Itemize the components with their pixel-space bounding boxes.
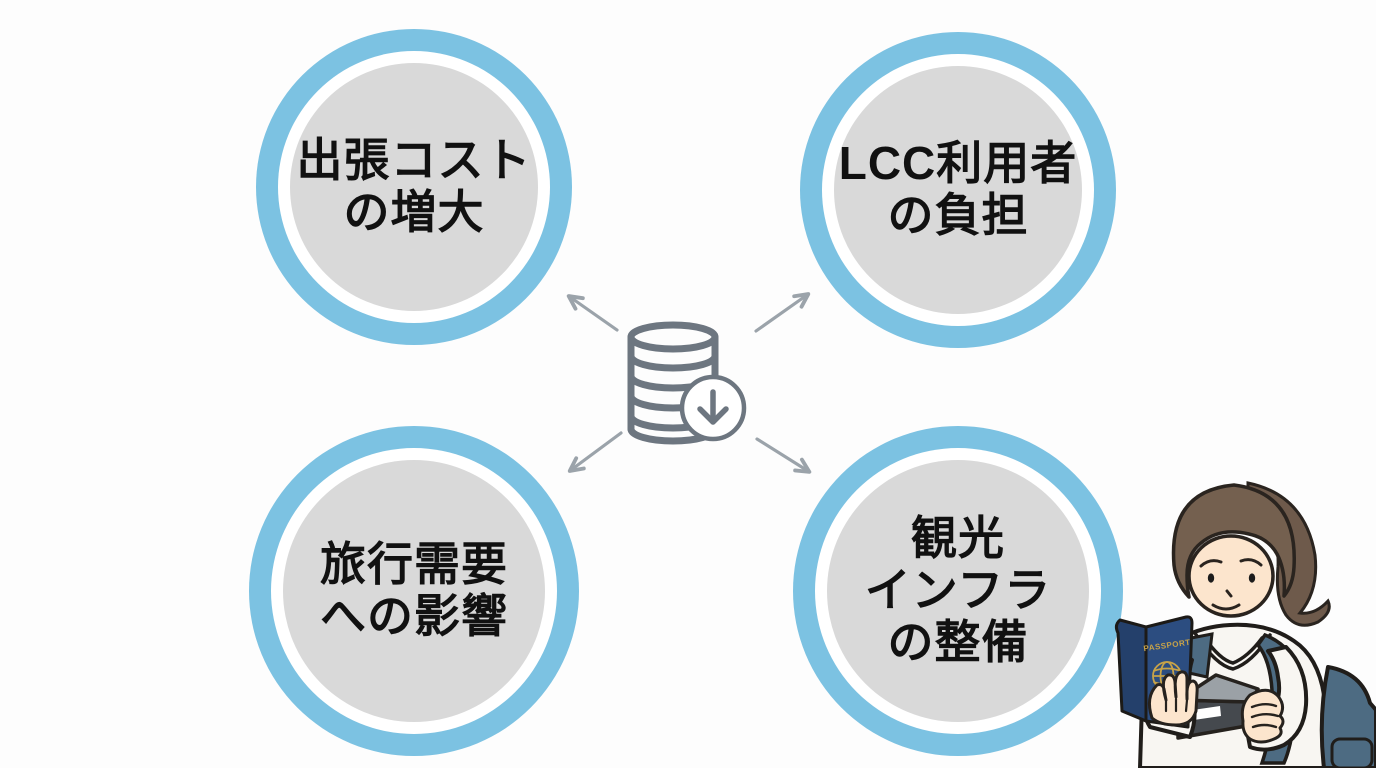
right-hand — [1240, 688, 1285, 744]
node-ring-gap: 観光 インフラ の整備 — [815, 448, 1101, 734]
worried-face-features — [1199, 558, 1263, 611]
arrow-to-top-right — [754, 292, 811, 333]
worried-traveler-illustration: PASSPORT — [1114, 481, 1376, 768]
node-lcc-user-burden: LCC利用者 の負担 — [800, 32, 1116, 348]
node-label-line: 旅行需要 — [320, 538, 508, 591]
node-ring-gap: LCC利用者 の負担 — [822, 54, 1094, 326]
coin-stack-icon — [627, 321, 719, 445]
node-tourism-infrastructure: 観光 インフラ の整備 — [793, 426, 1123, 756]
left-eye — [1207, 573, 1215, 583]
arrow-down-circle-icon — [679, 374, 747, 442]
face — [1187, 534, 1275, 618]
left-hand — [1147, 670, 1199, 727]
right-eye — [1248, 573, 1256, 583]
money-stack-decrease-icon — [566, 292, 812, 474]
node-core: 観光 インフラ の整備 — [827, 460, 1089, 722]
node-label-line: インフラ — [864, 564, 1052, 617]
node-business-trip-cost: 出張コスト の増大 — [256, 29, 572, 345]
arrow-to-top-left — [566, 294, 619, 332]
hair — [1171, 483, 1296, 599]
node-label-line: 観光 — [911, 512, 1005, 565]
node-label-line: LCC利用者 — [838, 137, 1078, 190]
node-label-line: の負担 — [887, 189, 1029, 241]
node-travel-demand-impact: 旅行需要 への影響 — [249, 426, 579, 756]
node-core: LCC利用者 の負担 — [834, 66, 1082, 314]
node-ring-gap: 出張コスト の増大 — [278, 51, 550, 323]
node-core: 出張コスト の増大 — [290, 63, 538, 311]
backpack-pocket — [1330, 737, 1374, 768]
node-label-line: の整備 — [887, 615, 1029, 668]
node-label-line: の増大 — [343, 186, 485, 238]
arrow-to-bottom-right — [755, 437, 812, 474]
arrow-to-bottom-left — [567, 431, 623, 473]
node-core: 旅行需要 への影響 — [283, 460, 545, 722]
node-label-line: への影響 — [320, 590, 508, 642]
node-ring-gap: 旅行需要 への影響 — [271, 448, 557, 734]
node-label-line: 出張コスト — [296, 134, 532, 187]
